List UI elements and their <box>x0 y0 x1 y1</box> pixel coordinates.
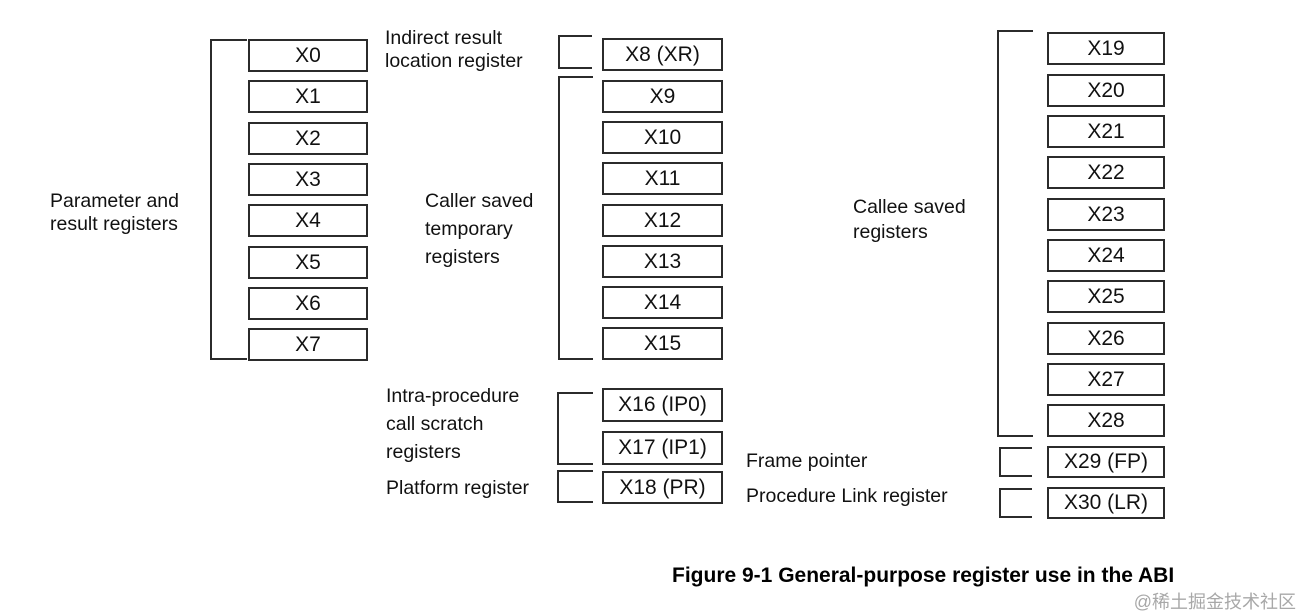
register-box-x7: X7 <box>248 328 368 361</box>
register-box-x18: X18 (PR) <box>602 471 723 504</box>
register-box-x21: X21 <box>1047 115 1165 148</box>
register-box-x16: X16 (IP0) <box>602 388 723 422</box>
procedure-link-label: Procedure Link register <box>746 485 948 507</box>
register-box-x4: X4 <box>248 204 368 237</box>
register-box-x6: X6 <box>248 287 368 320</box>
register-box-x1: X1 <box>248 80 368 113</box>
register-box-x3: X3 <box>248 163 368 196</box>
intra-bracket <box>557 392 593 465</box>
register-box-x26: X26 <box>1047 322 1165 355</box>
frame-bracket <box>999 447 1032 477</box>
register-box-x20: X20 <box>1047 74 1165 107</box>
watermark: @稀土掘金技术社区 <box>1133 592 1296 612</box>
register-box-x13: X13 <box>602 245 723 278</box>
register-box-x24: X24 <box>1047 239 1165 272</box>
proclink-bracket <box>999 488 1032 518</box>
register-box-x29: X29 (FP) <box>1047 446 1165 478</box>
register-box-x25: X25 <box>1047 280 1165 313</box>
register-box-x14: X14 <box>602 286 723 319</box>
register-box-x0: X0 <box>248 39 368 72</box>
indirect-bracket <box>558 35 592 69</box>
platform-bracket <box>557 470 593 503</box>
intra-group-label: Intra-procedure call scratch registers <box>386 385 520 463</box>
register-box-x12: X12 <box>602 204 723 237</box>
callee-bracket <box>997 30 1033 437</box>
register-box-x10: X10 <box>602 121 723 154</box>
register-box-x30: X30 (LR) <box>1047 487 1165 519</box>
register-box-x28: X28 <box>1047 404 1165 437</box>
figure-caption: Figure 9-1 General-purpose register use … <box>672 564 1175 587</box>
register-box-x9: X9 <box>602 80 723 113</box>
platform-group-label: Platform register <box>386 477 530 499</box>
register-box-x5: X5 <box>248 246 368 279</box>
caller-group-label: Caller saved temporary registers <box>425 190 534 268</box>
parameter-group-label: Parameter and result registers <box>50 190 179 235</box>
caller-bracket <box>558 76 593 360</box>
register-box-x19: X19 <box>1047 32 1165 65</box>
register-box-x15: X15 <box>602 327 723 360</box>
register-box-x17: X17 (IP1) <box>602 431 723 465</box>
register-box-x27: X27 <box>1047 363 1165 396</box>
frame-pointer-label: Frame pointer <box>746 450 868 472</box>
parameter-bracket <box>210 39 247 360</box>
callee-group-label: Callee saved registers <box>853 196 966 243</box>
register-box-x8: X8 (XR) <box>602 38 723 71</box>
indirect-group-label: Indirect result location register <box>385 27 523 72</box>
register-box-x22: X22 <box>1047 156 1165 189</box>
register-box-x23: X23 <box>1047 198 1165 231</box>
register-box-x11: X11 <box>602 162 723 195</box>
register-box-x2: X2 <box>248 122 368 155</box>
